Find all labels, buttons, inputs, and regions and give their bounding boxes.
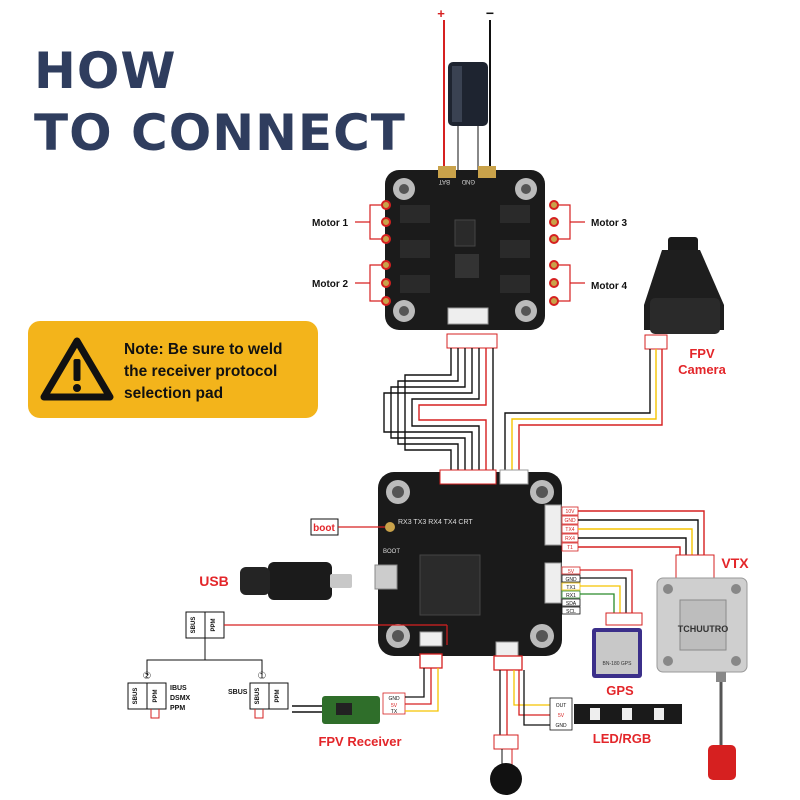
protocol-ppm: PPM (170, 705, 185, 712)
title-block: HOW TO CONNECT (34, 40, 406, 164)
esc-connector (383, 333, 498, 470)
title-line-2: TO CONNECT (34, 104, 406, 162)
note-box: Note: Be sure to weld the receiver proto… (28, 321, 318, 418)
protocol-sbus: SBUS (228, 689, 248, 696)
protocol-dsmx: DSMX (170, 695, 191, 702)
esc-board: GND BAT (385, 166, 545, 330)
option2-ppm: PPM (153, 689, 159, 702)
led-pad-5v: 5V (558, 713, 565, 719)
vtx-pad-3: TX4 (565, 527, 574, 533)
led-label: LED/RGB (593, 731, 652, 746)
gps-pad-rx1: RX1 (566, 593, 576, 599)
vtx-pad-2: GND (564, 518, 576, 524)
gps-pad-5v: 5V (568, 569, 575, 575)
boot-label: boot (313, 523, 335, 534)
esc-pad-gnd: GND (461, 178, 475, 184)
usb-cable (240, 562, 352, 600)
camera-label-1: FPV (689, 346, 715, 361)
rx-pad-gnd: GND (388, 696, 400, 702)
note-line-1: Note: Be sure to weld (124, 341, 283, 358)
led-wiring (493, 655, 550, 735)
receiver-options: SBUS PPM SBUS PPM ② IBUS DSMX PPM SBUS P… (127, 611, 448, 719)
fpv-camera (644, 237, 724, 350)
buzzer (490, 734, 522, 795)
note-line-2: the receiver protocol (124, 363, 278, 380)
led-strip: OUT 5V GND (549, 697, 682, 731)
gps-model: BN-180 GPS (603, 661, 633, 667)
camera-wires (504, 349, 663, 470)
gps-module: BN-180 GPS (592, 612, 643, 678)
gps-pad-tx1: TX1 (566, 585, 575, 591)
option2-sbus: SBUS (133, 688, 139, 705)
option1-sbus: SBUS (255, 688, 261, 705)
led-pad-out: OUT (556, 703, 567, 709)
vtx-pad-4: RX4 (565, 536, 575, 542)
option-2-marker: ② (143, 671, 152, 682)
camera-label-2: Camera (678, 362, 726, 377)
receiver-module: GND 5V TX (292, 692, 406, 724)
rx-pad-tx: TX (391, 709, 398, 715)
motor-brackets (355, 204, 585, 302)
option-1-marker: ① (258, 671, 267, 682)
gps-label: GPS (606, 683, 634, 698)
warning-icon (40, 337, 114, 401)
esc-pad-bat: BAT (438, 178, 450, 184)
protocol-ibus: IBUS (170, 685, 187, 692)
uart-labels: RX3 TX3 RX4 TX4 CRT (398, 519, 473, 526)
battery-plus-label: + (437, 6, 445, 21)
vtx-module: TCHUUTRO (656, 554, 748, 780)
vtx-wires (578, 510, 705, 555)
vtx-label: VTX (721, 555, 749, 571)
gps-pad-scl: SCL (566, 609, 576, 615)
usb-label: USB (199, 573, 229, 589)
title-line-1: HOW (34, 42, 177, 100)
flight-controller: RX3 TX3 RX4 TX4 CRT BOOT (374, 469, 562, 657)
gps-wires (580, 569, 633, 613)
rx-pad-5v: 5V (391, 703, 398, 709)
note-line-3: selection pad (124, 385, 224, 402)
vtx-brand: TCHUUTRO (678, 624, 729, 634)
option-ppm-top: PPM (211, 618, 217, 631)
gps-pad-sda: SDA (566, 601, 577, 607)
vtx-pads: 10V GND TX4 RX4 T1 (561, 506, 579, 552)
battery-leads: + − (437, 5, 494, 170)
receiver-label: FPV Receiver (318, 734, 401, 749)
motor-3-label: Motor 3 (591, 218, 628, 229)
option1-ppm: PPM (275, 689, 281, 702)
led-pad-gnd: GND (555, 723, 567, 729)
vtx-pad-5: T1 (567, 545, 573, 551)
motor-4-label: Motor 4 (591, 281, 628, 292)
motor-1-label: Motor 1 (312, 218, 349, 229)
vtx-pad-1: 10V (566, 509, 576, 515)
motor-2-label: Motor 2 (312, 279, 349, 290)
battery-minus-label: − (486, 5, 494, 21)
receiver-wires (405, 653, 443, 712)
gps-pad-gnd: GND (565, 577, 577, 583)
note-text: Note: Be sure to weld the receiver proto… (124, 339, 314, 405)
boot-silk-label: BOOT (383, 549, 400, 555)
gps-pads: 5V GND TX1 RX1 SDA SCL (561, 566, 581, 615)
option-sbus-top: SBUS (191, 617, 197, 634)
capacitor (448, 62, 488, 170)
